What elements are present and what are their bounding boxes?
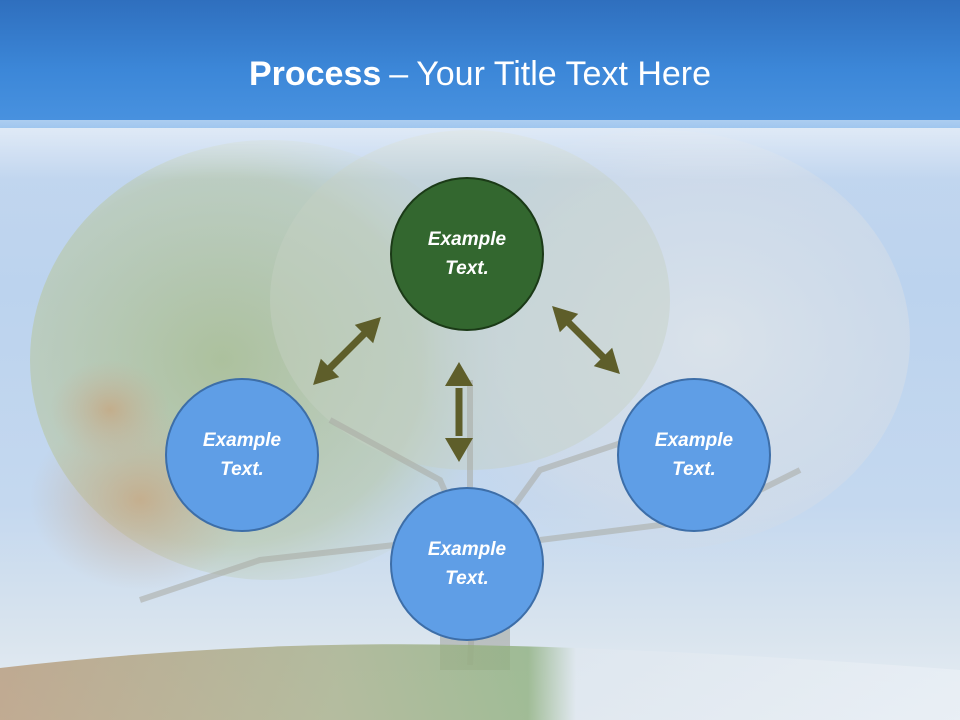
node-right-line1: Example (654, 430, 734, 451)
node-bottom-line2: Text. (445, 568, 489, 589)
process-node-right[interactable]: Example Text. (617, 378, 771, 532)
node-top-line2: Text. (445, 258, 489, 279)
arrow-top-left (313, 317, 381, 385)
node-left-line2: Text. (220, 459, 264, 480)
title-bar-fade (0, 120, 960, 180)
node-right-line2: Text. (672, 459, 716, 480)
title-dash: – (389, 55, 409, 93)
hill-ground (0, 644, 960, 720)
node-top-line1: Example (427, 229, 507, 250)
slide-title: Process–Your Title Text Here (0, 50, 960, 98)
process-node-top[interactable]: Example Text. (390, 177, 544, 331)
title-rest: Your Title Text Here (416, 55, 712, 93)
arrow-top-right (552, 306, 620, 374)
process-node-left[interactable]: Example Text. (165, 378, 319, 532)
title-bold-part: Process (248, 55, 382, 93)
node-bottom-line1: Example (427, 539, 507, 560)
process-node-bottom[interactable]: Example Text. (390, 487, 544, 641)
node-left-line1: Example (202, 430, 282, 451)
title-bar (0, 0, 960, 128)
arrow-vertical (445, 362, 473, 462)
